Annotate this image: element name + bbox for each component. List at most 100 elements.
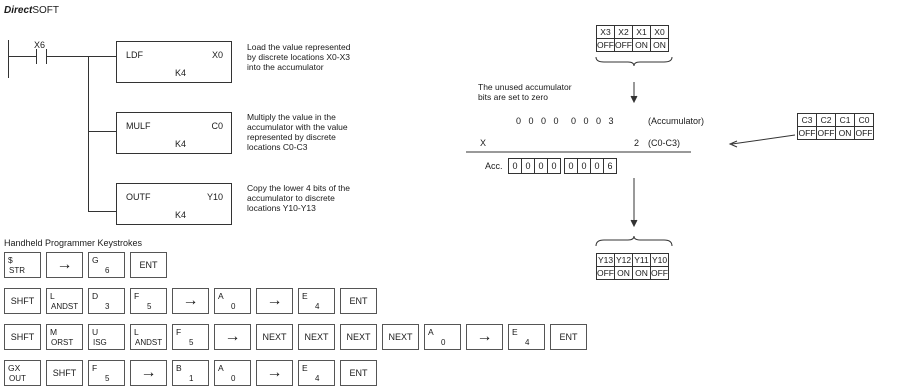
- desc-line: by discrete locations X0-X3: [247, 52, 350, 62]
- result-digit: 0: [534, 158, 548, 174]
- power-rail: [8, 40, 9, 78]
- key-ent[interactable]: ENT: [340, 288, 377, 314]
- result-digit: 6: [603, 158, 617, 174]
- ldf-description: Load the value represented by discrete l…: [247, 42, 351, 72]
- arrow-key[interactable]: →: [256, 288, 293, 314]
- key-next[interactable]: NEXT: [298, 324, 335, 350]
- instr-operand: X0: [211, 50, 223, 60]
- key-secondary-label: ORST: [51, 338, 74, 347]
- arrow-key[interactable]: →: [172, 288, 209, 314]
- outf-instruction: OUTF Y10 K4: [116, 183, 232, 225]
- unused-bits-note: The unused accumulator bits are set to z…: [478, 82, 572, 102]
- bit-label: C2: [816, 113, 836, 127]
- outf-description: Copy the lower 4 bits of the accumulator…: [247, 183, 350, 213]
- bit-label: C1: [835, 113, 855, 127]
- bit-label: C0: [854, 113, 874, 127]
- key-number-label: 0: [231, 302, 236, 311]
- key-number-label: 4: [315, 302, 320, 311]
- bit-label: C3: [797, 113, 817, 127]
- y-output-bits: Y13 Y12 Y11 Y10 OFF ON ON OFF: [596, 253, 669, 280]
- arrow-right-icon: →: [182, 292, 199, 309]
- rung-line: [88, 211, 116, 212]
- key-primary-label: F: [176, 327, 182, 337]
- result-digit: 0: [508, 158, 522, 174]
- arrow-key[interactable]: →: [46, 252, 83, 278]
- note-line: The unused accumulator: [478, 82, 572, 92]
- bit-value: ON: [614, 266, 633, 280]
- arrow-right-icon: →: [266, 364, 283, 381]
- mulf-instruction: MULF C0 K4: [116, 112, 232, 154]
- arrow-key[interactable]: →: [130, 360, 167, 386]
- key-number-label: 0: [441, 338, 446, 347]
- key-primary-label: GX: [8, 363, 21, 373]
- key-next[interactable]: NEXT: [382, 324, 419, 350]
- arrow-key[interactable]: →: [466, 324, 503, 350]
- bit-value: OFF: [854, 126, 874, 140]
- key-primary-label: B: [176, 363, 182, 373]
- arrow-right-icon: →: [56, 256, 73, 273]
- note-line: bits are set to zero: [478, 92, 548, 102]
- key-label: NEXT: [262, 332, 287, 342]
- key-shft[interactable]: SHFT: [4, 288, 41, 314]
- key-number-label: 4: [315, 374, 320, 383]
- key-next[interactable]: NEXT: [340, 324, 377, 350]
- instr-k: K4: [175, 210, 187, 220]
- c-input-bits: C3 C2 C1 C0 OFF OFF ON OFF: [797, 113, 874, 140]
- ldf-instruction: LDF X0 K4: [116, 41, 232, 83]
- key-label: ENT: [349, 368, 368, 378]
- result-digit: 0: [590, 158, 604, 174]
- key-shft[interactable]: SHFT: [46, 360, 83, 386]
- arrow-key[interactable]: →: [214, 324, 251, 350]
- desc-line: locations Y10-Y13: [247, 203, 316, 213]
- bit-value: ON: [632, 266, 651, 280]
- arrow-key[interactable]: →: [256, 360, 293, 386]
- key-ent[interactable]: ENT: [550, 324, 587, 350]
- arrow-right-icon: →: [266, 292, 283, 309]
- key-next[interactable]: NEXT: [256, 324, 293, 350]
- desc-line: represented by discrete: [247, 132, 336, 142]
- key-number-label: 6: [105, 266, 110, 275]
- accumulator-digits: 0 0 0 0 0 0 0 3: [516, 116, 614, 126]
- key-secondary-label: ANDST: [51, 302, 79, 311]
- key-shft[interactable]: SHFT: [4, 324, 41, 350]
- x-input-bits: X3 X2 X1 X0 OFF OFF ON ON: [596, 25, 669, 52]
- key-primary-label: G: [92, 255, 99, 265]
- key-label: NEXT: [388, 332, 413, 342]
- contact-x6-left: [36, 49, 37, 64]
- key-label: NEXT: [346, 332, 371, 342]
- key-label: NEXT: [304, 332, 329, 342]
- bit-label: Y11: [632, 253, 651, 267]
- rung-line: [88, 131, 116, 132]
- key-$[interactable]: $STR: [4, 252, 41, 278]
- result-label: Acc.: [485, 161, 503, 171]
- key-primary-label: F: [92, 363, 98, 373]
- bit-value: OFF: [596, 38, 615, 52]
- bit-label: Y13: [596, 253, 615, 267]
- key-ent[interactable]: ENT: [340, 360, 377, 386]
- arrow-right-icon: →: [476, 328, 493, 345]
- bit-label: Y12: [614, 253, 633, 267]
- instr-op: LDF: [126, 50, 144, 60]
- key-ent[interactable]: ENT: [130, 252, 167, 278]
- result-digit: 0: [521, 158, 535, 174]
- rung-line: [8, 56, 36, 57]
- desc-line: accumulator to discrete: [247, 193, 335, 203]
